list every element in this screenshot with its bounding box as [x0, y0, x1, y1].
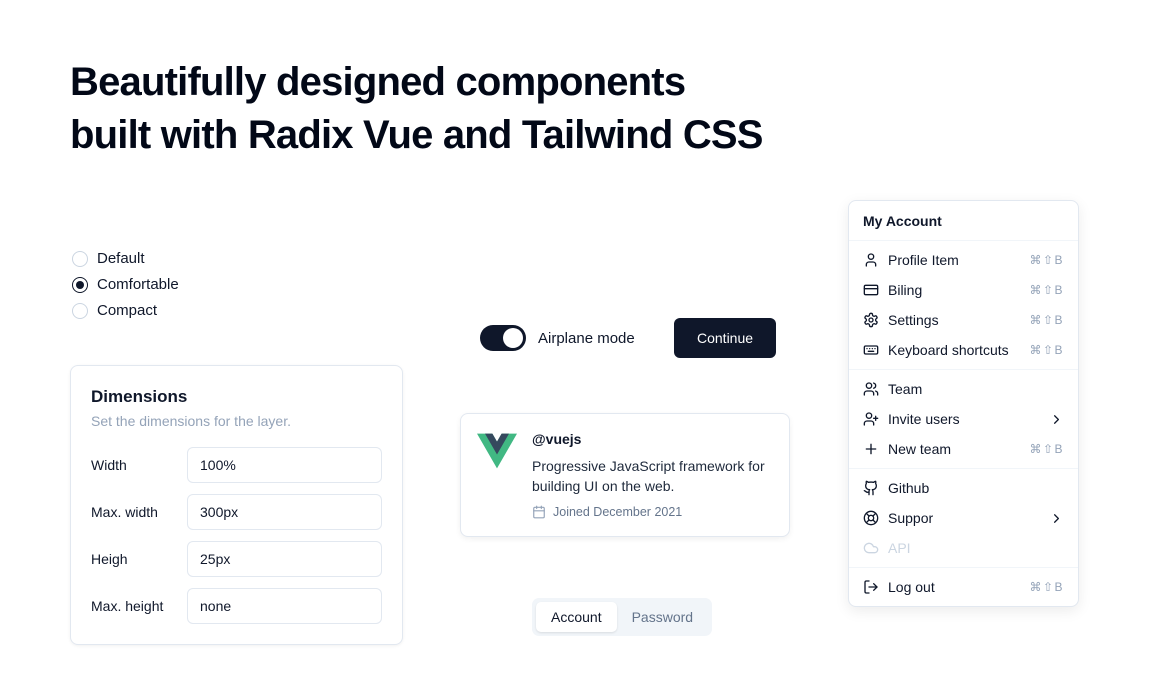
page-title-line2: built with Radix Vue and Tailwind CSS — [70, 113, 763, 157]
radio-option-comfortable[interactable]: Comfortable — [72, 276, 179, 293]
cloud-icon — [863, 540, 879, 556]
menu-item-profile[interactable]: Profile Item ⌘⇧B — [849, 245, 1078, 275]
menu-item-shortcut: ⌘⇧B — [1029, 580, 1064, 594]
radio-circle-icon[interactable] — [72, 302, 88, 319]
profile-description: Progressive JavaScript framework for bui… — [532, 458, 765, 494]
menu-item-shortcut: ⌘⇧B — [1029, 253, 1064, 267]
field-label: Max. height — [91, 598, 164, 614]
menu-item-label: Biling — [888, 282, 923, 298]
page-title-line1: Beautifully designed components — [70, 60, 686, 104]
profile-handle: @vuejs — [532, 431, 582, 447]
user-plus-icon — [863, 411, 879, 427]
menu-item-team[interactable]: Team — [849, 374, 1078, 404]
menu-separator — [849, 567, 1078, 568]
my-account-menu: My Account Profile Item ⌘⇧B Biling ⌘⇧B S… — [848, 200, 1079, 607]
airplane-mode-toggle[interactable] — [480, 325, 526, 351]
menu-group-logout: Log out ⌘⇧B — [849, 568, 1078, 606]
log-out-icon — [863, 579, 879, 595]
field-label: Heigh — [91, 551, 128, 567]
menu-item-label: API — [888, 540, 911, 556]
tab-account[interactable]: Account — [536, 602, 617, 632]
vue-logo-icon — [477, 433, 517, 469]
field-label: Max. width — [91, 504, 158, 520]
profile-joined-text: Joined December 2021 — [553, 505, 683, 519]
dimensions-subtitle: Set the dimensions for the layer. — [91, 413, 291, 429]
life-buoy-icon — [863, 510, 879, 526]
field-row-height: Heigh — [91, 541, 382, 577]
menu-item-shortcut: ⌘⇧B — [1029, 313, 1064, 327]
radio-label: Default — [97, 250, 145, 267]
user-icon — [863, 252, 879, 268]
menu-item-label: Suppor — [888, 510, 934, 526]
radio-option-compact[interactable]: Compact — [72, 302, 179, 319]
menu-item-label: Log out — [888, 579, 935, 595]
menu-item-shortcut: ⌘⇧B — [1029, 283, 1064, 297]
menu-title: My Account — [863, 213, 942, 229]
radio-label: Compact — [97, 302, 158, 319]
account-tabs: Account Password — [532, 598, 713, 636]
chevron-right-icon — [1054, 414, 1059, 424]
vuejs-profile-card: @vuejs Progressive JavaScript framework … — [460, 413, 790, 537]
menu-group-team: Team Invite users New team ⌘⇧B — [849, 370, 1078, 468]
max-height-input[interactable] — [187, 588, 382, 624]
menu-item-label: Invite users — [888, 411, 960, 427]
menu-item-label: Keyboard shortcuts — [888, 342, 1009, 358]
menu-group-support: Github Suppor API — [849, 469, 1078, 567]
airplane-mode-row: Airplane mode — [480, 325, 635, 351]
menu-item-invite-users[interactable]: Invite users — [849, 404, 1078, 434]
toggle-knob — [503, 328, 523, 348]
menu-item-settings[interactable]: Settings ⌘⇧B — [849, 305, 1078, 335]
menu-item-support[interactable]: Suppor — [849, 503, 1078, 533]
tab-password[interactable]: Password — [617, 602, 708, 632]
menu-separator — [849, 468, 1078, 469]
menu-item-label: Team — [888, 381, 923, 397]
field-row-max-height: Max. height — [91, 588, 382, 624]
max-width-input[interactable] — [187, 494, 382, 530]
menu-item-label: New team — [888, 441, 952, 457]
menu-item-keyboard-shortcuts[interactable]: Keyboard shortcuts ⌘⇧B — [849, 335, 1078, 365]
page-title: Beautifully designed components built wi… — [70, 56, 763, 162]
menu-separator — [849, 369, 1078, 370]
profile-card-body: @vuejs Progressive JavaScript framework … — [532, 431, 773, 519]
profile-joined-row: Joined December 2021 — [532, 505, 773, 519]
menu-item-billing[interactable]: Biling ⌘⇧B — [849, 275, 1078, 305]
spacing-radio-group: Default Comfortable Compact — [72, 250, 179, 319]
menu-item-github[interactable]: Github — [849, 473, 1078, 503]
menu-item-shortcut: ⌘⇧B — [1029, 442, 1064, 456]
radio-circle-selected-icon[interactable] — [72, 276, 88, 293]
menu-item-api: API — [849, 533, 1078, 563]
menu-item-label: Github — [888, 480, 930, 496]
radio-option-default[interactable]: Default — [72, 250, 179, 267]
chevron-right-icon — [1054, 513, 1059, 523]
height-input[interactable] — [187, 541, 382, 577]
airplane-mode-label: Airplane mode — [538, 329, 635, 347]
menu-item-log-out[interactable]: Log out ⌘⇧B — [849, 572, 1078, 602]
menu-item-new-team[interactable]: New team ⌘⇧B — [849, 434, 1078, 464]
continue-button[interactable]: Continue — [674, 318, 777, 358]
dimensions-card: Dimensions Set the dimensions for the la… — [70, 365, 403, 645]
dimensions-title: Dimensions — [91, 387, 188, 406]
field-label: Width — [91, 457, 127, 473]
users-icon — [863, 381, 879, 397]
credit-card-icon — [863, 282, 879, 298]
radio-label: Comfortable — [97, 276, 179, 293]
keyboard-icon — [863, 342, 879, 358]
radio-circle-icon[interactable] — [72, 250, 88, 267]
menu-item-label: Settings — [888, 312, 939, 328]
menu-separator — [849, 240, 1078, 241]
field-row-width: Width — [91, 447, 382, 483]
calendar-icon — [533, 505, 545, 519]
gear-icon — [863, 312, 879, 328]
github-icon — [863, 480, 879, 496]
menu-item-shortcut: ⌘⇧B — [1029, 343, 1064, 357]
dimensions-fields: Width Max. width Heigh Max. height — [91, 447, 382, 624]
field-row-max-width: Max. width — [91, 494, 382, 530]
width-input[interactable] — [187, 447, 382, 483]
menu-item-label: Profile Item — [888, 252, 959, 268]
plus-icon — [863, 441, 879, 457]
menu-group-profile: Profile Item ⌘⇧B Biling ⌘⇧B Settings ⌘⇧B… — [849, 241, 1078, 369]
